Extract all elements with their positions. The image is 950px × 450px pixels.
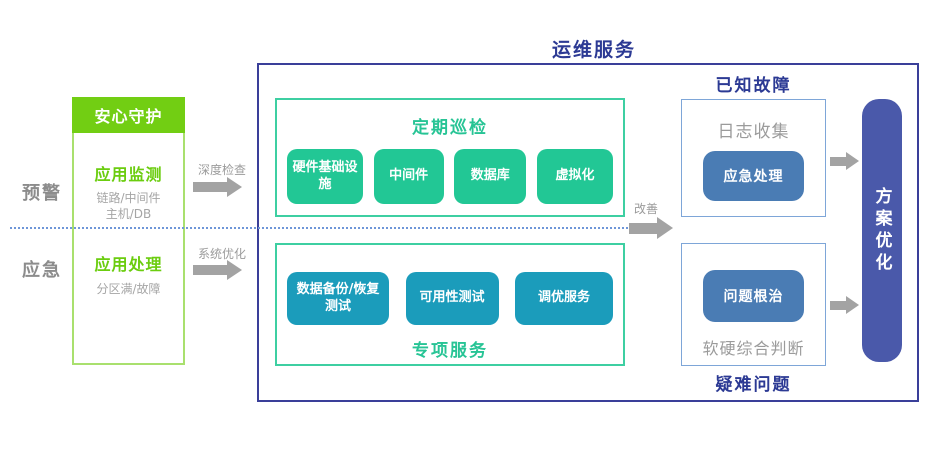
chip-availability-test: 可用性测试 [405,272,499,325]
arrow-head-icon [227,177,242,197]
app-monitor-desc: 链路/中间件 主机/DB [74,190,183,222]
difficult-problems-box: 问题根治 软硬综合判断 [681,243,826,366]
periodic-inspection-title: 定期巡检 [412,118,488,138]
deep-check-arrow-label: 深度检查 [198,163,247,177]
system-optimize-arrow [193,260,242,280]
improve-arrow [629,217,673,239]
log-collection-label: 日志收集 [717,122,790,142]
arrow-head-icon [846,296,859,314]
periodic-inspection-box: 定期巡检 硬件基础设施 中间件 数据库 虚拟化 [275,98,625,217]
services-chip-row: 数据备份/恢复测试 可用性测试 调优服务 [287,272,613,325]
guard-panel-header: 安心守护 [72,97,185,133]
arrow-shaft [830,300,846,310]
known-faults-to-solution-arrow [830,152,859,170]
arrow-head-icon [227,260,242,280]
main-title: 运维服务 [551,39,636,61]
special-services-box: 数据备份/恢复测试 可用性测试 调优服务 专项服务 [275,243,625,366]
app-monitor-desc-line1: 链路/中间件 [96,191,161,205]
chip-middleware: 中间件 [373,149,444,204]
chip-database: 数据库 [454,149,527,204]
label-emergency: 应急 [22,260,62,281]
arrow-shaft [830,156,846,166]
difficult-problems-title: 疑难问题 [715,375,792,395]
solution-optimization-pill: 方案优化 [862,99,902,362]
ops-service-box [257,63,919,402]
chip-virtualization: 虚拟化 [536,149,613,204]
special-services-title: 专项服务 [412,341,488,361]
guard-panel: 安心守护 应用监测 链路/中间件 主机/DB 应用处理 分区满/故障 [72,97,185,365]
app-monitor-title: 应用监测 [94,165,163,184]
arrow-head-icon [846,152,859,170]
inspection-chip-row: 硬件基础设施 中间件 数据库 虚拟化 [287,149,613,204]
chip-tuning-service: 调优服务 [515,272,613,325]
app-handle-desc: 分区满/故障 [96,282,161,296]
chip-emergency-handling: 应急处理 [703,151,804,201]
known-faults-box: 日志收集 应急处理 [681,99,826,217]
app-monitor-desc-line2: 主机/DB [105,207,152,221]
system-optimize-arrow-label: 系统优化 [198,247,247,261]
arrow-shaft [193,182,227,192]
known-faults-title: 已知故障 [715,76,792,96]
solution-optimization-label: 方案优化 [871,186,892,275]
combined-judgement-label: 软硬综合判断 [702,339,805,358]
chip-hardware-infra: 硬件基础设施 [287,149,363,204]
alert-emergency-divider [10,227,628,229]
arrow-shaft [629,222,657,234]
difficult-problems-to-solution-arrow [830,296,859,314]
deep-check-arrow [193,177,242,197]
label-alert: 预警 [22,183,62,204]
arrow-shaft [193,265,227,275]
app-handle-title: 应用处理 [94,255,163,274]
chip-backup-recovery-test: 数据备份/恢复测试 [287,272,389,325]
improve-arrow-label: 改善 [634,202,659,216]
chip-problem-eradication: 问题根治 [703,270,804,322]
arrow-head-icon [657,217,673,239]
